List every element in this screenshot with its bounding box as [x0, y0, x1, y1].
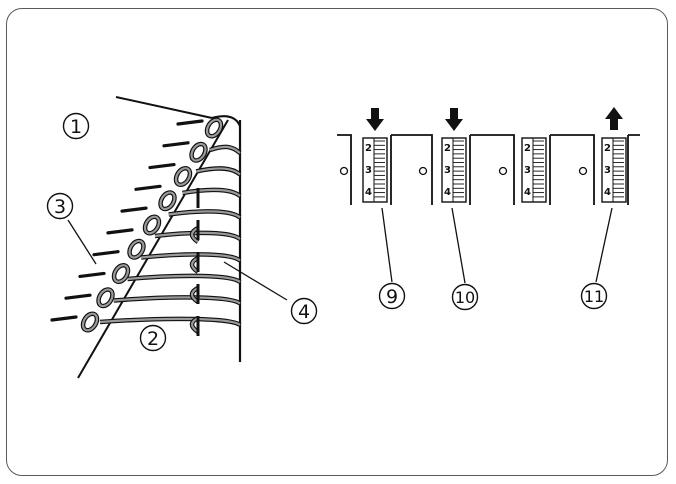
edge-stub: [148, 162, 176, 170]
dial-number: 4: [444, 187, 451, 198]
dial-position-3: 2 3 4: [498, 137, 547, 203]
dial-frame-right-edges: [390, 135, 629, 205]
callout-4-leader: [223, 261, 288, 301]
dial-body: [362, 137, 388, 203]
chain-loop: [143, 215, 161, 235]
callout-11-leader: [595, 207, 613, 283]
dial-number: 2: [365, 143, 372, 154]
callout-10: 10: [451, 283, 479, 311]
dial-number: 2: [524, 143, 531, 154]
edge-stub: [106, 228, 134, 235]
callout-9: 9: [378, 282, 406, 310]
arrow-up-icon: [605, 107, 623, 130]
edge-stub: [92, 250, 120, 257]
side-loop: [190, 257, 199, 273]
callout-1-label: 1: [70, 116, 82, 138]
callout-2: 2: [139, 324, 167, 352]
side-loop: [190, 287, 199, 303]
callout-3-label: 3: [54, 196, 66, 218]
dial-number: 4: [524, 187, 531, 198]
callout-3: 3: [46, 192, 74, 220]
chain-loop: [190, 142, 207, 162]
callout-11-label: 11: [584, 287, 604, 306]
dial-body: [521, 137, 547, 203]
dial-number: 2: [444, 143, 451, 154]
overlock-stitch-illustration: [50, 96, 288, 379]
callout-2-label: 2: [147, 328, 159, 350]
horizontal-stitch: [127, 274, 241, 283]
callout-11: 11: [580, 282, 608, 310]
dial-position-2: 2 3 4: [418, 108, 467, 203]
arrow-down-icon: [445, 108, 463, 131]
chain-loop: [159, 191, 176, 211]
chain-loop: [174, 167, 192, 186]
horizontal-stitch: [168, 210, 241, 219]
index-mark-circle: [578, 166, 588, 176]
dial-frame-outline: [337, 134, 640, 205]
dial-position-4: 2 3 4: [578, 107, 627, 203]
chain-loop: [205, 118, 223, 138]
arrow-down-icon: [366, 108, 384, 131]
index-mark-circle: [339, 166, 349, 176]
callout-10-leader: [451, 207, 466, 284]
dial-position-panels: 2 3 4 2 3 4 2 3 4 2 3 4: [337, 107, 640, 205]
callout-3-leader: [67, 219, 97, 265]
callout-9-label: 9: [386, 286, 398, 308]
index-mark-circle: [418, 166, 428, 176]
horizontal-stitch: [209, 145, 241, 154]
edge-stub: [64, 293, 92, 300]
dial-body: [601, 137, 627, 203]
edge-stub: [120, 206, 148, 213]
edge-stub: [50, 315, 78, 322]
diagram-panel: [6, 8, 668, 476]
fabric-edge-line: [77, 119, 229, 379]
callout-1: 1: [62, 112, 90, 140]
callout-9-leader: [381, 207, 393, 283]
chain-loops: [80, 117, 224, 333]
horizontal-stitch: [182, 188, 241, 197]
chain-loop: [97, 288, 114, 308]
dial-position-1: 2 3 4: [339, 108, 388, 203]
chain-loop: [112, 264, 130, 283]
horizontal-stitch: [195, 167, 241, 176]
top-thread-curve: [211, 115, 242, 127]
callout-4-label: 4: [298, 301, 310, 323]
horizontal-stitch: [154, 231, 241, 240]
chain-loop: [128, 239, 145, 259]
dial-number: 2: [604, 143, 611, 154]
edge-stub: [134, 184, 162, 191]
dial-number: 3: [524, 165, 531, 176]
chain-loop: [81, 312, 99, 332]
side-loop: [190, 317, 199, 333]
side-loop: [190, 227, 199, 243]
dial-body: [441, 137, 467, 203]
dial-number: 4: [365, 187, 372, 198]
needle-thread-line: [115, 96, 213, 119]
dial-number: 3: [365, 165, 372, 176]
callout-4: 4: [290, 297, 318, 325]
edge-stub: [176, 119, 204, 126]
edge-stub-stitches: [50, 119, 204, 322]
dial-number: 4: [604, 187, 611, 198]
index-mark-circle: [498, 166, 508, 176]
callout-10-label: 10: [455, 288, 475, 307]
dial-number: 3: [444, 165, 451, 176]
horizontal-stitch: [141, 253, 241, 262]
edge-stub: [162, 141, 190, 148]
dial-number: 3: [604, 165, 611, 176]
edge-stub: [78, 271, 106, 279]
